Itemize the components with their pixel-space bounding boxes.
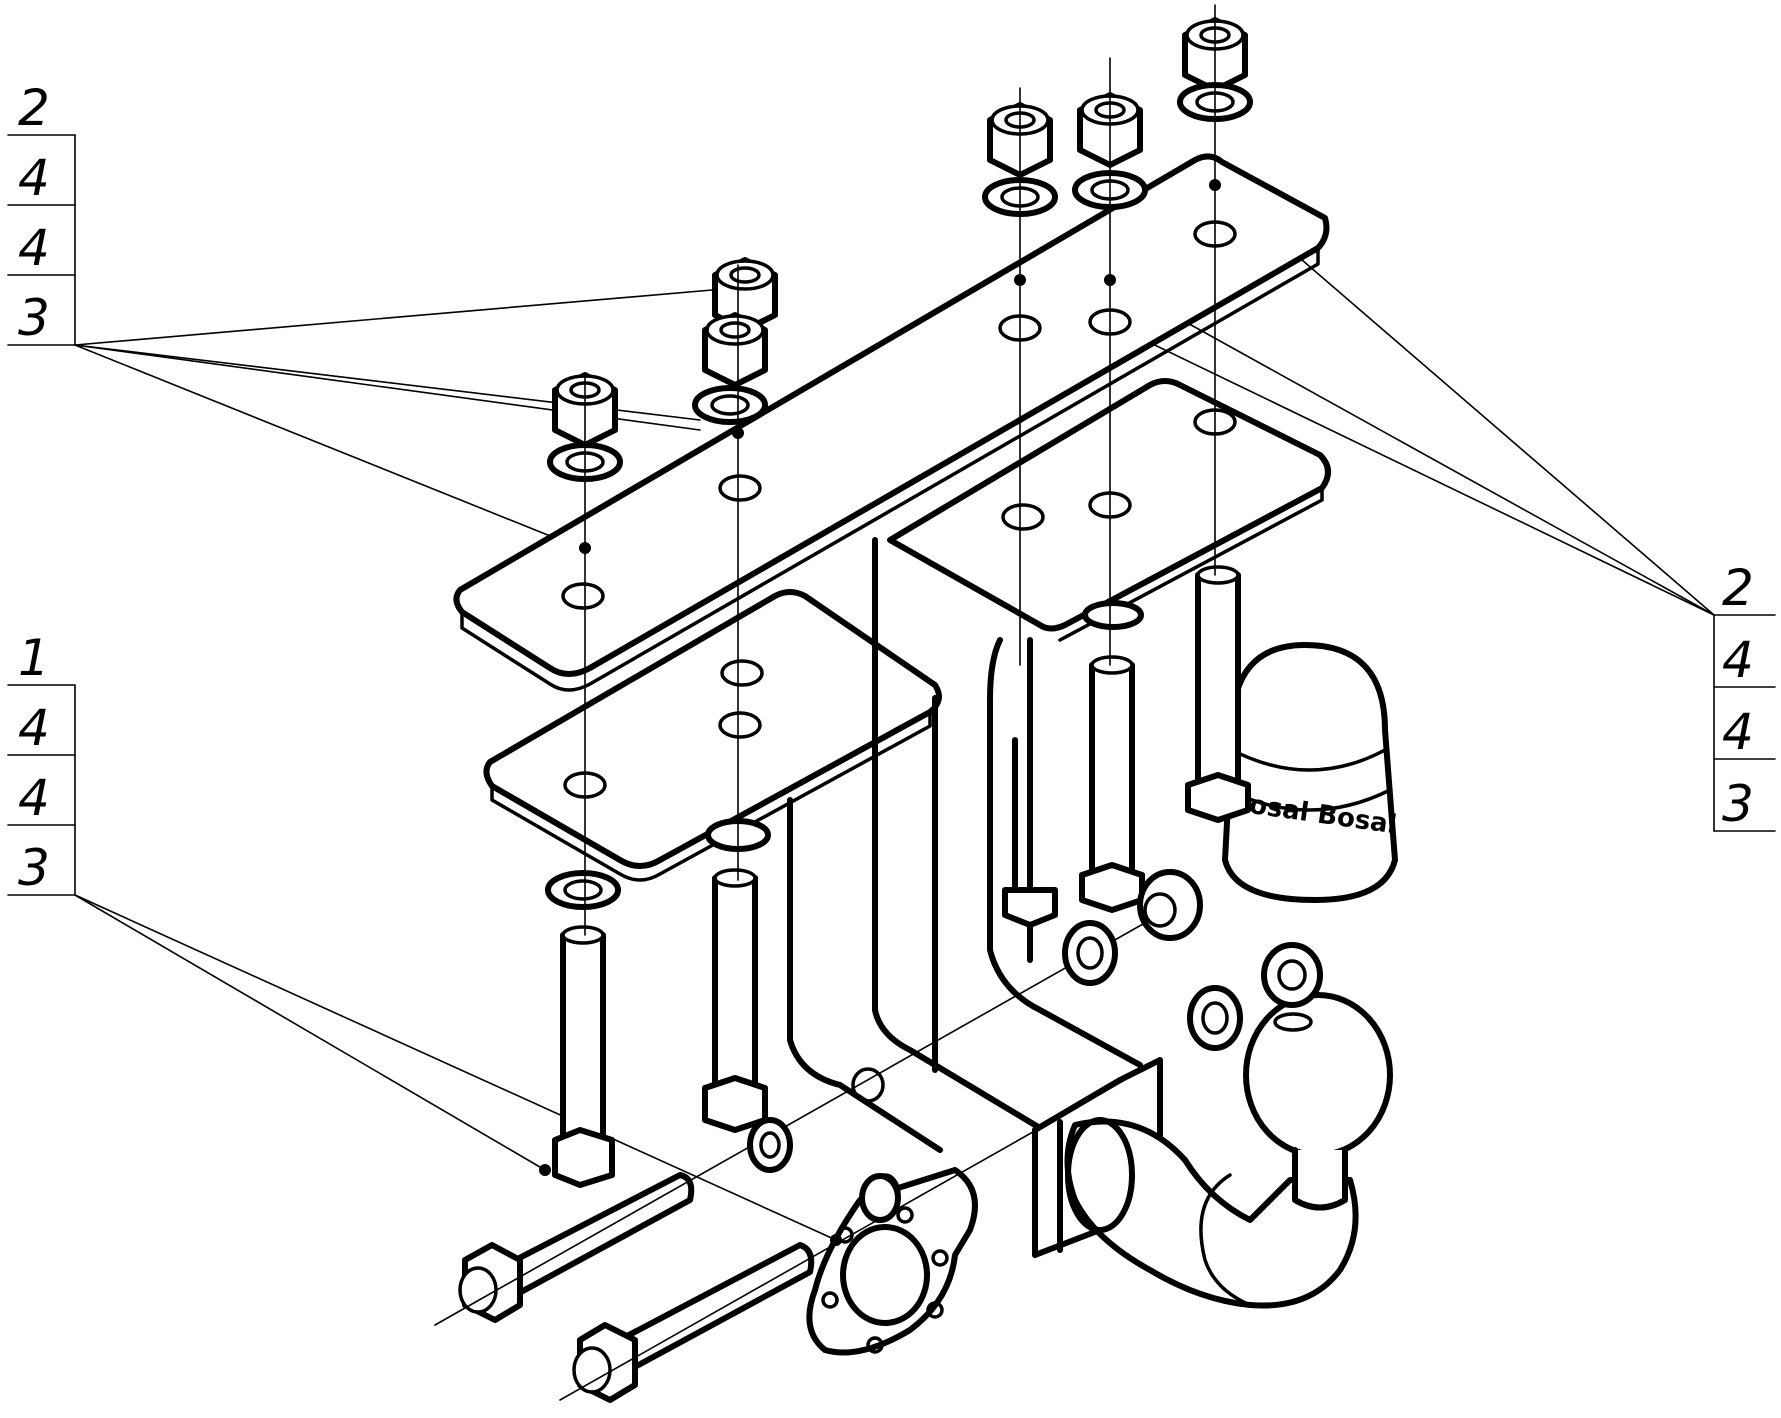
washer-icon (545, 870, 621, 910)
washer-icon (859, 1173, 901, 1223)
bolt-icon (497, 1172, 695, 1301)
callout-right-2: 4 (1722, 631, 1754, 689)
callout-top-left: 2 4 4 3 (7, 79, 713, 551)
washer-icon (1082, 600, 1144, 630)
bolt-icon (560, 932, 606, 1143)
bolts-vertical (552, 565, 1251, 1188)
callout-mid-left-4: 3 (18, 839, 50, 897)
bolts-horizontal (434, 919, 1161, 1403)
callout-top-left-1: 2 (18, 79, 50, 137)
callout-mid-left-2: 4 (18, 699, 50, 757)
center-lines (579, 4, 1221, 936)
callout-top-left-2: 4 (18, 149, 50, 207)
callout-right-3: 4 (1722, 703, 1754, 761)
bolt-icon (1089, 662, 1135, 878)
left-bracket (483, 589, 943, 1153)
bolt-icon (607, 1242, 815, 1378)
bolt-icon (712, 875, 758, 1091)
nut-icon (702, 312, 768, 388)
callout-top-left-4: 3 (18, 289, 50, 347)
callout-mid-left: 1 4 4 3 (7, 629, 837, 1241)
ball-cover: Bosal Bosal (1222, 642, 1399, 903)
hitch-body (806, 1057, 1359, 1356)
washer-icon (1187, 985, 1243, 1051)
callout-top-left-3: 4 (18, 219, 50, 277)
callout-mid-left-1: 1 (18, 629, 50, 687)
callout-right-4: 3 (1722, 775, 1754, 833)
nut-icon (712, 257, 778, 333)
callout-mid-left-3: 4 (18, 769, 50, 827)
washer-icon (747, 1117, 793, 1173)
washer-icon (1062, 920, 1118, 986)
nut-icon (1261, 942, 1323, 1008)
bolt-icon (1195, 572, 1241, 788)
callout-right-1: 2 (1722, 559, 1754, 617)
tow-ball-icon (1243, 992, 1393, 1211)
nut-icon (1137, 869, 1203, 941)
washer-icon (692, 385, 768, 425)
